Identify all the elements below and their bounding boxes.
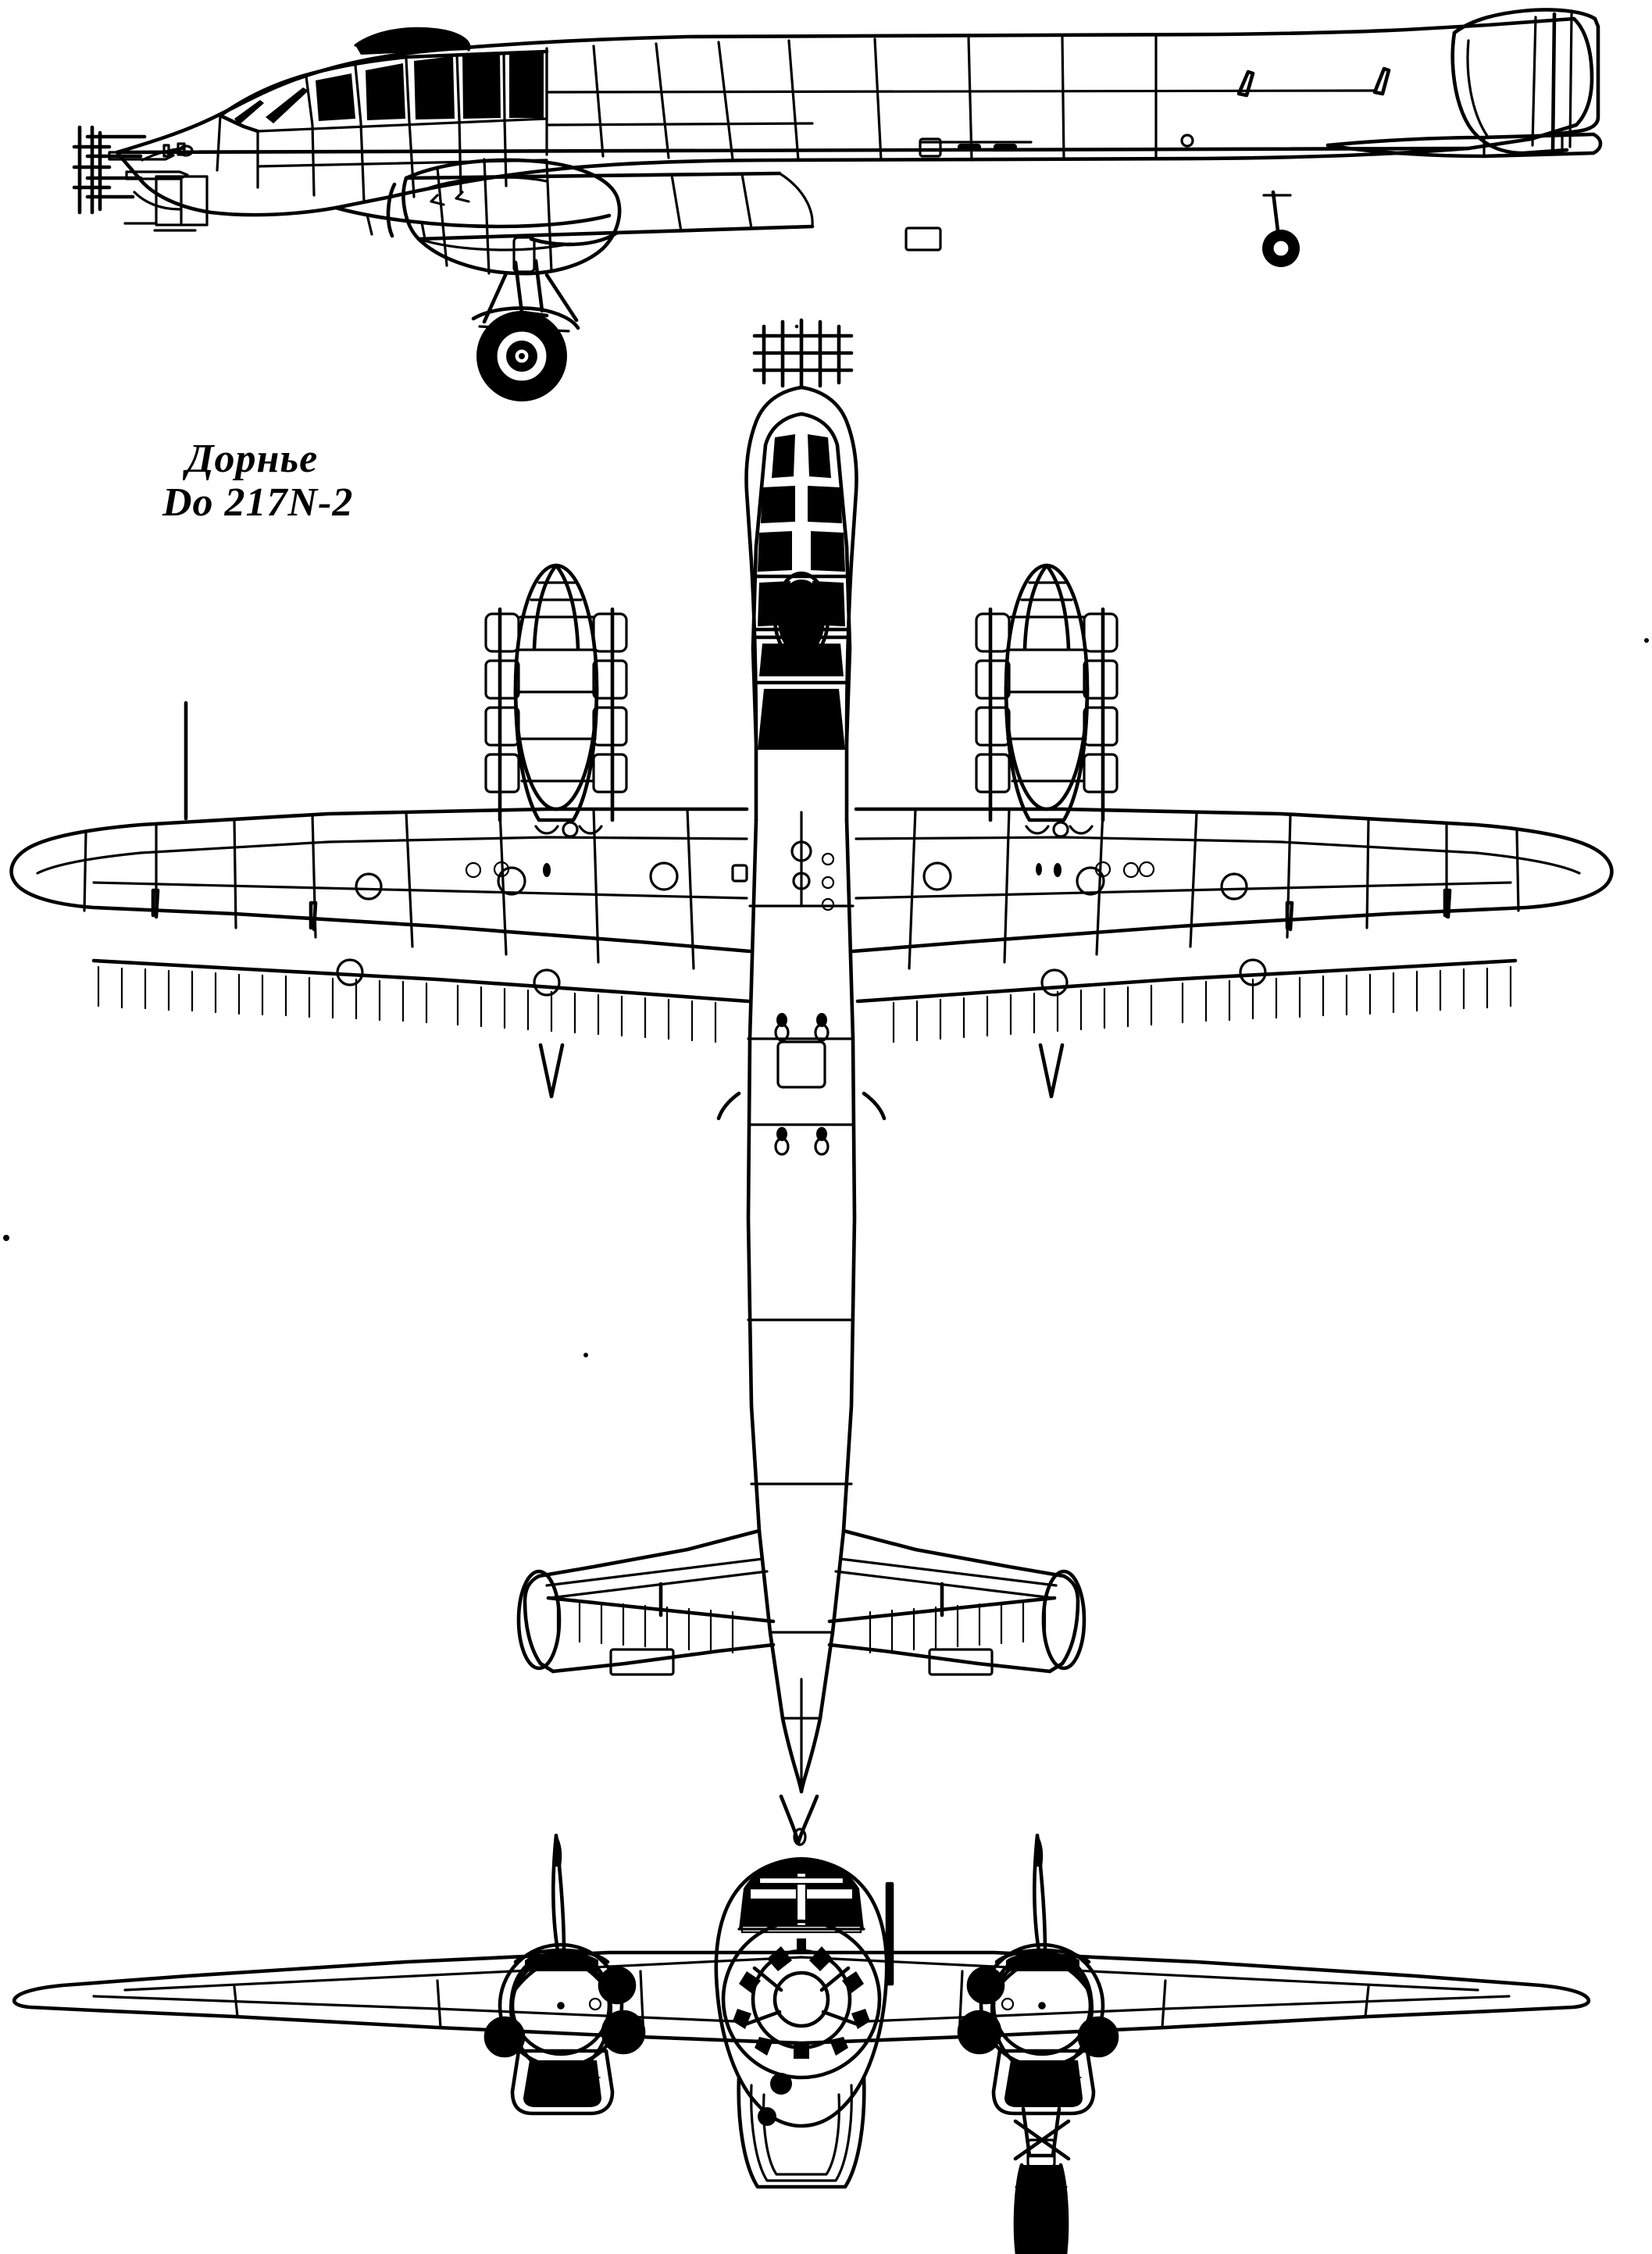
cockpit-glazing-plan xyxy=(751,412,852,750)
caption-designation: Do 217N-2 xyxy=(162,480,354,525)
cockpit-canopy-side xyxy=(218,27,549,134)
flap-hinge-ribs-port xyxy=(97,965,717,1043)
fuselage-detail-plan xyxy=(716,811,887,1485)
wing-pitot-masts xyxy=(151,701,1452,932)
ventral-strakes-plan xyxy=(538,1043,1065,1099)
front-view xyxy=(12,1794,1591,2254)
nose-radar-antenna-front xyxy=(721,1919,882,2080)
caption-manufacturer: Дорнье xyxy=(186,437,319,481)
dorsal-antenna-masts xyxy=(1236,66,1391,98)
wing-planform xyxy=(9,701,1614,1043)
flap-hinge-ribs-starboard xyxy=(892,965,1512,1043)
nose-gun-and-fairing xyxy=(123,142,209,232)
horizontal-tail-plan xyxy=(516,1528,1086,1676)
ventral-gondola-side xyxy=(334,205,612,241)
main-landing-gear-side xyxy=(471,236,580,401)
tail-unit-side xyxy=(1326,8,1603,159)
fuselage-front xyxy=(714,1856,894,2189)
exhaust-stacks-starboard xyxy=(975,607,1119,822)
engine-nacelle-port-plan xyxy=(484,563,628,838)
engine-front-starboard xyxy=(957,1833,1119,2116)
tailwheel-side xyxy=(1262,190,1300,267)
lifting-eyes xyxy=(774,1013,830,1156)
exhaust-stacks-port xyxy=(484,607,628,822)
tailwheel-front xyxy=(779,1794,819,1846)
main-landing-gear-front xyxy=(1013,2106,1071,2254)
nose-radar-antenna-array-plan xyxy=(752,318,854,390)
nose-radar-antenna-array xyxy=(72,125,189,215)
engine-nacelle-starboard-plan xyxy=(975,563,1119,838)
top-view xyxy=(9,318,1614,1794)
wing-root-side xyxy=(404,171,815,241)
engine-front-port xyxy=(483,1833,646,2116)
side-view xyxy=(72,8,1603,401)
fuselage-markings xyxy=(904,134,1194,251)
scan-artifacts xyxy=(3,638,1649,1357)
wing-inspection-hatches xyxy=(336,861,1267,997)
tail-cone-plan xyxy=(769,1631,834,1793)
